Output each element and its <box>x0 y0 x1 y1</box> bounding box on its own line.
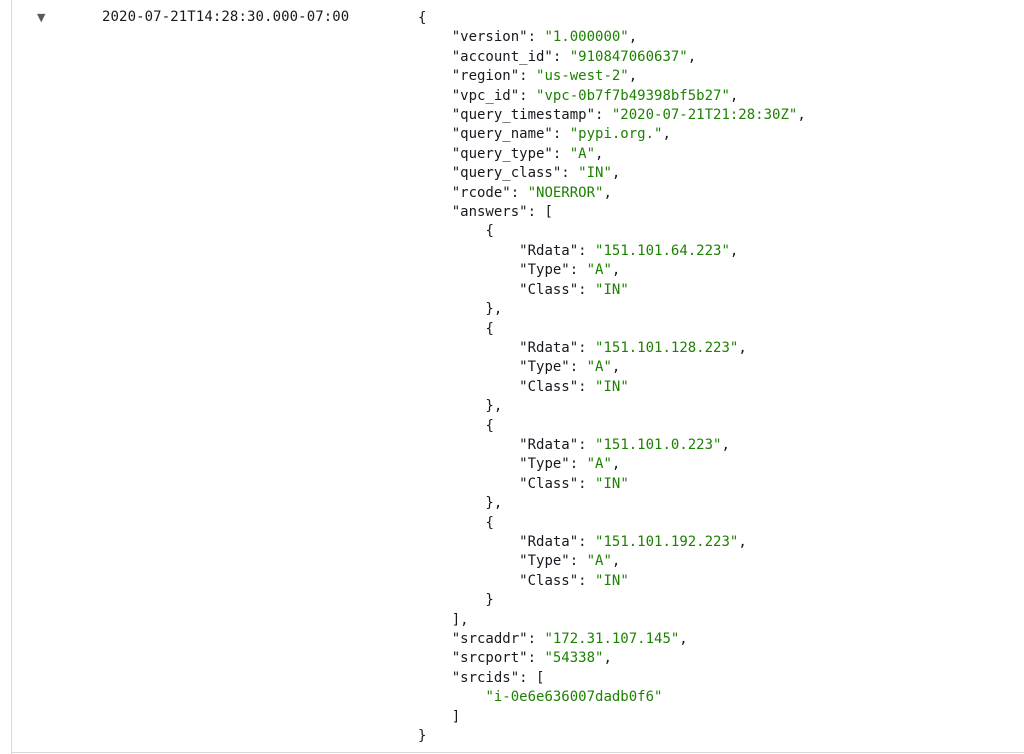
json-value-vpc-id: "vpc-0b7f7b49398bf5b27" <box>536 87 730 104</box>
json-key: "Type" <box>519 553 570 570</box>
json-key: "query_timestamp" <box>451 107 596 124</box>
json-key: "Type" <box>519 262 570 279</box>
json-value-srcaddr: "172.31.107.145" <box>544 631 680 647</box>
json-value-query-class: "IN" <box>578 165 612 182</box>
json-value-rcode: "NOERROR" <box>527 184 604 201</box>
json-key: "Rdata" <box>519 533 579 550</box>
event-timestamp: 2020-07-21T14:28:30.000-07:00 <box>102 9 350 25</box>
json-key: "Type" <box>519 359 570 376</box>
json-key: "answers" <box>451 204 528 221</box>
json-value-type: "A" <box>586 553 612 570</box>
row-bottom-border <box>11 752 1024 753</box>
json-value-class: "IN" <box>595 572 629 589</box>
json-value-version: "1.000000" <box>544 29 629 46</box>
json-value-query-timestamp: "2020-07-21T21:28:30Z" <box>611 107 798 124</box>
json-value-class: "IN" <box>595 378 629 395</box>
json-value-query-name: "pypi.org." <box>569 126 663 143</box>
json-key: "account_id" <box>451 48 553 65</box>
json-value-rdata: "151.101.64.223" <box>595 242 730 259</box>
json-key: "srcport" <box>451 650 528 667</box>
json-key: "query_name" <box>451 126 553 143</box>
json-key: "Class" <box>519 572 579 589</box>
json-key: "query_type" <box>451 145 553 162</box>
json-value-query-type: "A" <box>569 145 596 162</box>
event-message-json: { "version": "1.000000", "account_id": "… <box>418 10 806 745</box>
json-key: "vpc_id" <box>451 87 520 104</box>
json-value-rdata: "151.101.128.223" <box>595 339 739 356</box>
json-key: "Rdata" <box>519 436 579 453</box>
json-key: "Class" <box>519 281 579 298</box>
json-key: "query_class" <box>451 165 562 182</box>
json-value-srcport: "54338" <box>544 650 604 667</box>
json-key: "Rdata" <box>519 339 579 356</box>
json-value-account-id: "910847060637" <box>569 48 688 65</box>
json-value-rdata: "151.101.0.223" <box>595 436 722 453</box>
json-key: "Class" <box>519 378 579 395</box>
json-key: "srcids" <box>451 669 520 686</box>
json-value-rdata: "151.101.192.223" <box>595 533 739 550</box>
json-value-type: "A" <box>586 262 612 279</box>
json-value-class: "IN" <box>595 281 629 298</box>
json-value-type: "A" <box>586 359 612 376</box>
json-key: "Class" <box>519 475 579 492</box>
json-key: "Type" <box>519 456 570 473</box>
json-key: "region" <box>451 68 520 85</box>
json-key: "version" <box>451 29 528 46</box>
json-value-region: "us-west-2" <box>536 68 629 85</box>
json-key: "srcaddr" <box>451 631 528 647</box>
json-value-srcids: "i-0e6e636007dadb0f6" <box>485 689 663 706</box>
json-value-class: "IN" <box>595 475 629 492</box>
row-left-border <box>11 0 12 754</box>
json-value-type: "A" <box>586 456 612 473</box>
caret-down-icon[interactable]: ▼ <box>37 11 46 24</box>
json-key: "rcode" <box>451 184 511 201</box>
json-key: "Rdata" <box>519 242 579 259</box>
